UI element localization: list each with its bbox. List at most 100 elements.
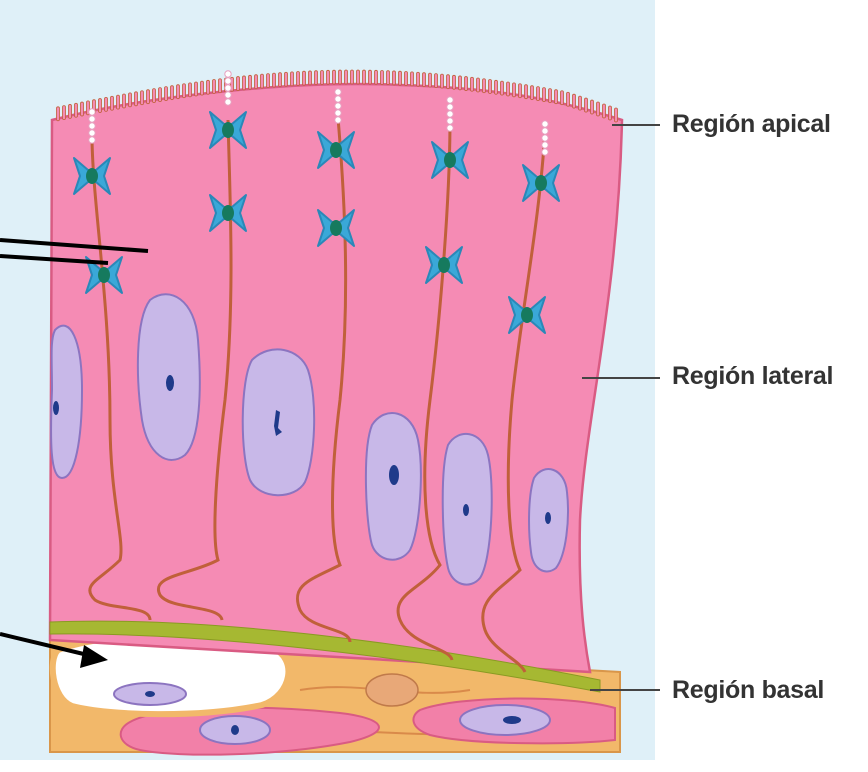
- microvillus: [603, 104, 606, 118]
- chromatin: [166, 375, 174, 391]
- microvillus: [417, 72, 420, 86]
- microvillus: [309, 71, 312, 85]
- tight-junction-dot: [225, 92, 231, 98]
- tight-junction-dot: [542, 128, 548, 134]
- microvillus: [573, 94, 576, 108]
- microvillus: [243, 76, 246, 90]
- microvillus: [219, 79, 222, 93]
- microvillus: [111, 96, 114, 110]
- microvillus: [123, 94, 126, 108]
- microvillus: [465, 77, 468, 91]
- microvillus: [237, 77, 240, 91]
- microvillus: [585, 98, 588, 112]
- microvillus: [555, 90, 558, 104]
- microvillus: [129, 93, 132, 107]
- chromatin: [545, 512, 551, 524]
- microvillus: [291, 72, 294, 86]
- microvillus: [321, 70, 324, 84]
- microvillus: [597, 102, 600, 116]
- microvillus: [261, 74, 264, 88]
- tight-junction-dot: [542, 149, 548, 155]
- microvillus: [153, 89, 156, 103]
- microvillus: [201, 81, 204, 95]
- microvillus: [207, 80, 210, 94]
- nucleus: [366, 413, 421, 560]
- microvillus: [183, 84, 186, 98]
- microvillus: [249, 75, 252, 89]
- microvillus: [345, 70, 348, 84]
- microvillus: [255, 75, 258, 89]
- microvillus: [177, 85, 180, 99]
- microvillus: [441, 74, 444, 88]
- microvillus: [267, 74, 270, 88]
- tight-junction-dot: [89, 123, 95, 129]
- microvillus: [297, 72, 300, 86]
- label-lateral-region: Región lateral: [672, 362, 833, 391]
- tight-junction-dot: [447, 104, 453, 110]
- tight-junction-dot: [447, 111, 453, 117]
- tight-junction-dot: [447, 125, 453, 131]
- connective-cell-bundle: [366, 674, 418, 706]
- tight-junction-dot: [225, 78, 231, 84]
- tight-junction-dot: [225, 85, 231, 91]
- tight-junction-dot: [335, 96, 341, 102]
- microvillus: [351, 70, 354, 84]
- tight-junction-dot: [89, 116, 95, 122]
- microvillus: [513, 83, 516, 97]
- microvillus: [357, 70, 360, 84]
- microvillus: [117, 95, 120, 109]
- microvillus: [333, 70, 336, 84]
- microvillus: [411, 72, 414, 86]
- chromatin: [53, 401, 59, 415]
- label-apical-region: Región apical: [672, 110, 831, 139]
- microvillus: [477, 78, 480, 92]
- microvillus: [531, 86, 534, 100]
- chromatin: [389, 465, 399, 485]
- epithelial-layer: [50, 84, 622, 672]
- connective-chromatin: [503, 716, 521, 724]
- microvillus: [195, 82, 198, 96]
- microvillus: [615, 108, 618, 122]
- microvillus: [165, 87, 168, 101]
- microvillus: [363, 70, 366, 84]
- microvillus: [501, 81, 504, 95]
- tight-junction-dot: [335, 103, 341, 109]
- tight-junction-dot: [89, 109, 95, 115]
- tight-junction-dot: [335, 117, 341, 123]
- microvillus: [543, 88, 546, 102]
- microvillus: [285, 72, 288, 86]
- tight-junction-dot: [225, 99, 231, 105]
- microvillus: [381, 70, 384, 84]
- microvillus: [447, 75, 450, 89]
- chromatin: [463, 504, 469, 516]
- microvillus: [105, 97, 108, 111]
- microvillus: [387, 71, 390, 85]
- tight-junction-dot: [447, 97, 453, 103]
- microvillus: [405, 72, 408, 86]
- microvillus: [141, 91, 144, 105]
- microvillus: [327, 70, 330, 84]
- tight-junction-dot: [542, 121, 548, 127]
- microvillus: [279, 73, 282, 87]
- microvillus: [339, 70, 342, 84]
- microvillus: [303, 71, 306, 85]
- microvillus: [273, 73, 276, 87]
- tight-junction-dot: [447, 118, 453, 124]
- microvillus: [483, 79, 486, 93]
- microvillus: [495, 80, 498, 94]
- microvillus: [135, 92, 138, 106]
- microvillus: [213, 79, 216, 93]
- microvillus: [147, 90, 150, 104]
- microvillus: [507, 82, 510, 96]
- microvillus: [393, 71, 396, 85]
- microvillus: [171, 86, 174, 100]
- microvillus: [375, 70, 378, 84]
- microvillus: [189, 83, 192, 97]
- tight-junction-dot: [89, 130, 95, 136]
- microvillus: [399, 71, 402, 85]
- microvillus: [159, 88, 162, 102]
- tight-junction-dot: [542, 135, 548, 141]
- microvillus: [459, 76, 462, 90]
- microvillus: [591, 100, 594, 114]
